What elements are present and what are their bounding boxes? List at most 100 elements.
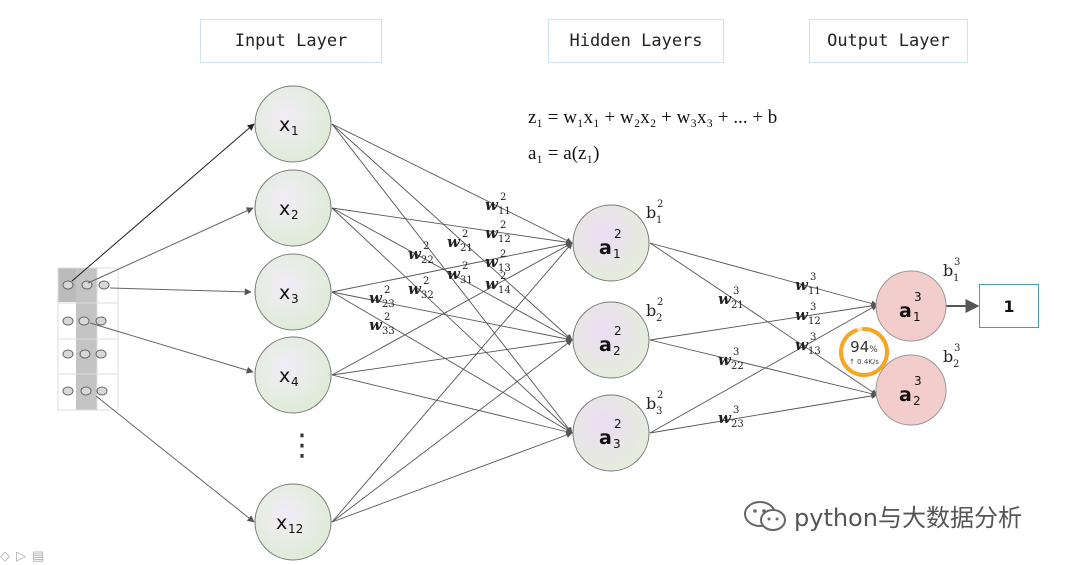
svg-text:b: b (646, 301, 656, 320)
output-node-2: a 2 3 (875, 354, 947, 426)
grid-to-input-edges (71, 123, 255, 523)
weight-w2-12: w 122 (485, 220, 511, 245)
svg-text:w: w (447, 265, 461, 283)
input-nodes: x 1 x 2 x 3 x 4 ⋮ x 12 (254, 85, 332, 561)
slide-toolbar: ◇ ▷ ▤ (0, 548, 44, 564)
svg-text:2: 2 (500, 249, 506, 260)
gauge-value: 94% (850, 338, 878, 356)
svg-text:2: 2 (462, 261, 468, 272)
svg-text:2: 2 (500, 192, 506, 203)
svg-text:2: 2 (657, 390, 663, 401)
input-image-grid (57, 267, 119, 411)
svg-text:12: 12 (808, 316, 821, 327)
input-weights: w 112 w 122 w 132 w 142 w 212 w 312 w 22… (369, 192, 511, 337)
svg-text:33: 33 (382, 326, 395, 337)
watermark-text: python与大数据分析 (794, 504, 1022, 532)
svg-text:w: w (485, 253, 499, 271)
svg-text:b: b (943, 347, 953, 366)
svg-text:3: 3 (613, 437, 621, 451)
svg-text:3: 3 (733, 347, 739, 358)
input-node-2-label: x (279, 198, 290, 220)
svg-text:w: w (369, 316, 383, 334)
svg-text:22: 22 (421, 255, 434, 266)
svg-text:1: 1 (613, 247, 621, 261)
input-node-4-sub: 4 (291, 375, 299, 389)
pen-icon[interactable]: ◇ (0, 548, 10, 563)
svg-text:2: 2 (462, 229, 468, 240)
svg-text:12: 12 (498, 234, 511, 245)
svg-text:2: 2 (384, 312, 390, 323)
watermark: python与大数据分析 (742, 498, 1022, 533)
svg-text:32: 32 (421, 290, 434, 301)
wechat-icon (744, 500, 786, 531)
input-layer-title: Input Layer (200, 19, 382, 63)
output-result-box: 1 (979, 284, 1039, 328)
svg-text:3: 3 (656, 406, 662, 417)
input-node-12-label: x (276, 512, 287, 534)
svg-text:14: 14 (498, 285, 511, 296)
input-node-1-label: x (279, 114, 290, 136)
print-icon[interactable]: ▤ (32, 548, 45, 563)
svg-text:2: 2 (913, 394, 921, 408)
svg-text:w: w (447, 233, 461, 251)
svg-text:13: 13 (808, 346, 821, 357)
svg-text:2: 2 (657, 199, 663, 210)
output-biases: b 1 3 b 2 3 (943, 257, 960, 370)
svg-text:2: 2 (423, 241, 429, 252)
svg-text:b: b (646, 203, 656, 222)
svg-text:31: 31 (460, 275, 473, 286)
bias-b2-2: b 2 2 (646, 297, 663, 324)
bias-b2-1: b 1 2 (646, 199, 663, 226)
output-nodes: a 1 3 a 2 3 (875, 270, 947, 426)
svg-text:w: w (485, 275, 499, 293)
svg-text:1: 1 (913, 310, 921, 324)
hidden-node-3: a 3 2 (572, 394, 650, 472)
svg-text:b: b (943, 261, 953, 280)
svg-text:3: 3 (733, 405, 739, 416)
hidden-node-1: a 1 2 (572, 204, 650, 282)
weight-w2-23: w 232 (369, 285, 395, 310)
weight-w3-23: w 23 3 (718, 405, 744, 430)
weight-w3-12: w 123 (795, 302, 821, 327)
svg-text:w: w (408, 245, 422, 263)
weight-w3-21: w 213 (718, 286, 744, 311)
weight-w2-32: w 322 (408, 276, 434, 301)
svg-text:w: w (408, 280, 422, 298)
svg-text:2: 2 (953, 359, 959, 370)
input-node-12: x 12 (254, 483, 332, 561)
svg-text:a: a (599, 334, 612, 356)
weight-w2-21: w 212 (447, 229, 473, 254)
svg-text:w: w (369, 289, 383, 307)
svg-text:a: a (599, 237, 612, 259)
svg-text:3: 3 (914, 374, 922, 388)
svg-text:2: 2 (500, 271, 506, 282)
bias-b2-3: b 3 2 (646, 390, 663, 417)
input-node-4-label: x (279, 365, 290, 387)
bias-b3-2: b 2 3 (943, 343, 960, 370)
svg-text:a: a (899, 384, 912, 406)
pointer-icon[interactable]: ▷ (16, 548, 26, 563)
svg-text:3: 3 (810, 302, 816, 313)
svg-text:w: w (718, 409, 732, 427)
weight-w2-14: w 14 2 (485, 271, 511, 296)
svg-text:3: 3 (914, 290, 922, 304)
input-node-12-sub: 12 (288, 522, 303, 536)
svg-text:2: 2 (614, 324, 622, 338)
progress-gauge[interactable]: 94% ↑ 0.4K/s (838, 326, 890, 378)
svg-text:23: 23 (731, 419, 744, 430)
svg-text:3: 3 (954, 343, 960, 354)
bias-b3-1: b 1 3 (943, 257, 960, 284)
svg-text:3: 3 (733, 286, 739, 297)
input-node-3-label: x (279, 282, 290, 304)
svg-text:2: 2 (613, 344, 621, 358)
svg-text:3: 3 (810, 332, 816, 343)
output-node-1: a 1 3 (875, 270, 947, 342)
hidden-nodes: a 1 2 a 2 2 a 3 2 (572, 204, 650, 472)
svg-text:2: 2 (656, 313, 662, 324)
svg-text:23: 23 (382, 299, 395, 310)
weight-w2-31: w 31 2 (447, 261, 473, 286)
formula-z: z₁ = w₁x₁ + w₂x₂ + w₃x₃ + ... + b (528, 107, 778, 128)
hidden-node-2: a 2 2 (572, 301, 650, 379)
weight-w3-11: w 113 (795, 272, 821, 297)
